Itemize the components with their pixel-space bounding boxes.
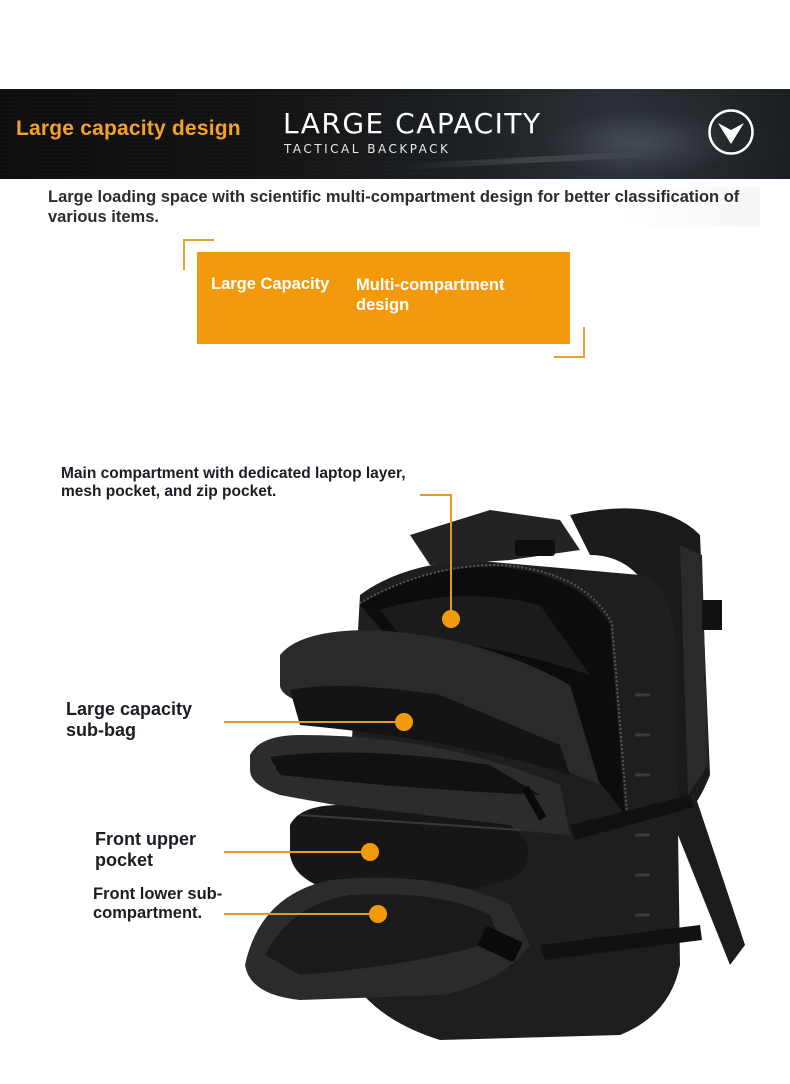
header-banner: Large capacity design LARGE CAPACITY TAC…	[0, 89, 790, 179]
callout-line-main-vertical	[450, 494, 452, 614]
feature-label-multi-compartment: Multi-compartment design	[356, 276, 505, 314]
backpack-product-image	[245, 508, 745, 1040]
banner-texture	[0, 89, 790, 179]
callout-main-compartment: Main compartment with dedicated laptop l…	[61, 465, 406, 500]
banner-title: LARGE CAPACITY	[283, 107, 542, 140]
banner-subtitle: TACTICAL BACKPACK	[284, 142, 451, 156]
banner-section-title: Large capacity design	[16, 117, 241, 140]
callout-line-sub-bag	[224, 721, 404, 723]
callout-dot-front-lower	[369, 905, 387, 923]
feature-label-large-capacity: Large Capacity	[211, 275, 330, 293]
corner-bracket-top-left	[183, 239, 214, 270]
callout-front-upper-pocket: Front upper pocket	[95, 829, 196, 870]
callout-line-front-lower	[224, 913, 378, 915]
callout-line-front-upper	[224, 851, 370, 853]
callout-dot-main	[442, 610, 460, 628]
callout-front-lower-compartment: Front lower sub-compartment.	[93, 885, 223, 922]
feature-box: Large Capacity Multi-compartment design	[197, 252, 570, 344]
callout-sub-bag: Large capacity sub-bag	[66, 699, 193, 740]
callout-dot-sub-bag	[395, 713, 413, 731]
banner-soldier-image	[540, 89, 790, 179]
corner-bracket-bottom-right	[554, 327, 585, 358]
callout-dot-front-upper	[361, 843, 379, 861]
callout-line-main-horizontal	[420, 494, 452, 496]
chevron-down-circle-icon	[708, 109, 754, 155]
intro-description: Large loading space with scientific mult…	[48, 187, 760, 227]
